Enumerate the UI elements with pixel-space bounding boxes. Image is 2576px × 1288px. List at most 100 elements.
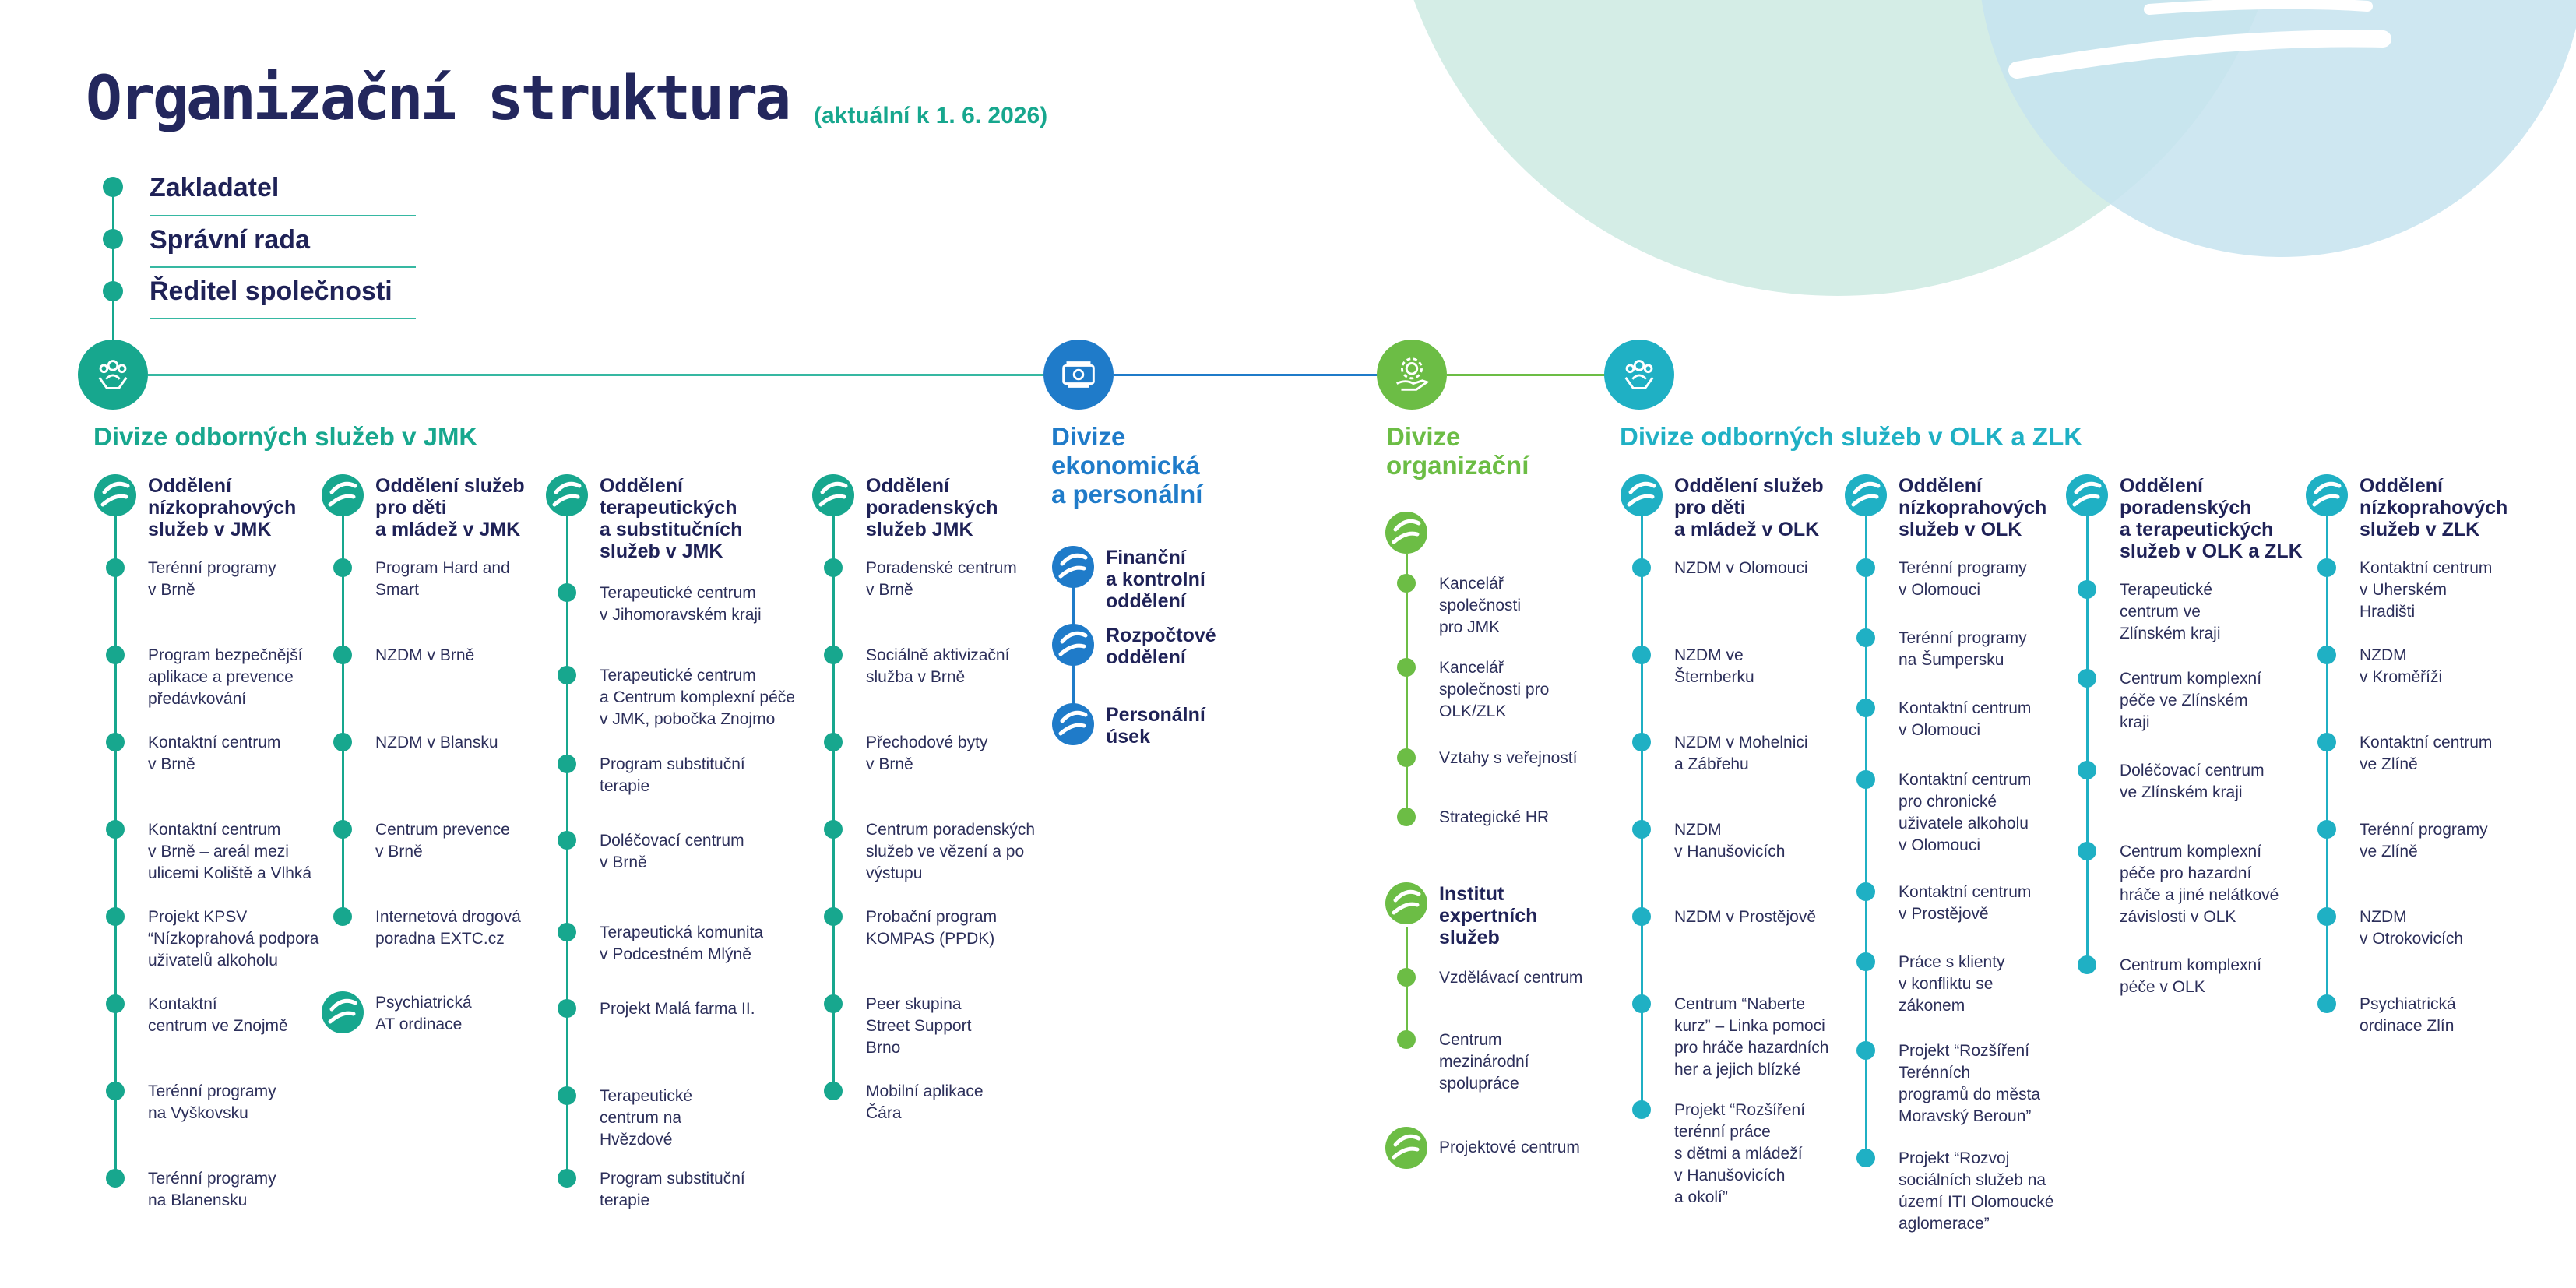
governance-dot — [103, 177, 123, 197]
list-item: Centrum poradenských služeb ve vězení a … — [811, 820, 1035, 882]
list-item-label: Kontaktní centrum ve Znojmě — [148, 995, 288, 1035]
list-item: Terénní programy na Vyškovsku — [93, 1082, 276, 1122]
list-item-label: Vztahy s veřejností — [1439, 749, 1578, 767]
list-item-label: Práce s klienty v konfliktu se zákonem — [1899, 953, 2005, 1015]
list-bullet — [106, 558, 125, 577]
list-item: Centrum mezinárodní spolupráce — [1385, 1030, 1529, 1093]
list-bullet — [1632, 820, 1651, 839]
department-name: Oddělení poradenských a terapeutických s… — [2120, 475, 2303, 562]
list-bullet — [824, 733, 843, 751]
bg-circle-blue — [1981, 0, 2576, 257]
list-item: Terapeutické centrum v Jihomoravském kra… — [545, 583, 762, 624]
list-item-label: Terénní programy na Vyškovsku — [148, 1082, 276, 1122]
list-item-label: Terénní programy v Olomouci — [1899, 559, 2027, 599]
list-item: Kontaktní centrum v Brně – areál mezi ul… — [93, 820, 311, 882]
list-item: Terapeutické centrum a Centrum komplexní… — [545, 666, 795, 728]
project-centre: Projektové centrum — [1439, 1138, 1580, 1156]
list-item-label: Centrum mezinárodní spolupráce — [1439, 1031, 1529, 1093]
list-item-label: Internetová drogová poradna EXTC.cz — [375, 908, 521, 948]
list-item-label: Přechodové byty v Brně — [866, 734, 988, 773]
list-bullet — [1632, 1100, 1651, 1119]
list-bullet — [1856, 952, 1875, 971]
list-item-label: Kontaktní centrum ve Zlíně — [2360, 734, 2493, 773]
list-item: Kontaktní centrum pro chronické uživatel… — [1844, 770, 2031, 854]
list-bullet — [1632, 733, 1651, 751]
list-item-label: Kontaktní centrum v Prostějově — [1899, 883, 2032, 923]
department-connector — [114, 514, 117, 1179]
list-bullet — [2317, 994, 2336, 1013]
list-item: Kancelář společnosti pro OLK/ZLK — [1385, 658, 1549, 720]
list-bullet — [2078, 580, 2096, 599]
list-item: Doléčovací centrum v Brně — [545, 831, 744, 871]
list-item-label: Terénní programy na Šumpersku — [1899, 629, 2027, 669]
department-name: Oddělení nízkoprahových služeb v JMK — [148, 475, 297, 540]
list-item-label: Projekt KPSV “Nízkoprahová podpora uživa… — [148, 908, 319, 970]
list-item-label: Program bezpečnější aplikace a prevence … — [148, 646, 303, 708]
list-item-label: Program substituční terapie — [600, 755, 745, 795]
list-item: Kontaktní centrum ve Zlíně — [2305, 733, 2492, 773]
list-bullet — [333, 558, 352, 577]
list-bullet — [2078, 761, 2096, 779]
list-item: NZDM v Prostějově — [1620, 907, 1816, 926]
list-bullet — [106, 733, 125, 751]
department-name: Oddělení poradenských služeb JMK — [866, 475, 998, 540]
list-bullet — [1632, 646, 1651, 664]
list-item: Program substituční terapie — [545, 1169, 745, 1209]
list-item: Centrum prevence v Brně — [321, 820, 510, 860]
list-bullet — [824, 646, 843, 664]
list-bullet — [1397, 808, 1416, 826]
list-bullet — [333, 820, 352, 839]
list-item-label: Sociálně aktivizační služba v Brně — [866, 646, 1010, 686]
list-item-label: Poradenské centrum v Brně — [866, 559, 1017, 599]
list-item-label: NZDM v Hanušovicích — [1674, 821, 1786, 860]
list-bullet — [558, 999, 576, 1018]
list-item-label: Doléčovací centrum ve Zlínském kraji — [2120, 762, 2265, 801]
list-bullet — [2078, 669, 2096, 688]
list-item-label: Doléčovací centrum v Brně — [600, 832, 744, 871]
list-item-label: Terapeutické centrum na Hvězdové — [600, 1087, 693, 1149]
list-item-label: Terénní programy na Blanensku — [148, 1170, 276, 1209]
list-item: Projekt “Rozšíření Terénních programů do… — [1844, 1041, 2040, 1125]
department-name: Rozpočtové oddělení — [1106, 625, 1216, 668]
governance-divider — [150, 266, 416, 268]
list-item: Kontaktní centrum v Uherském Hradišti — [2305, 558, 2492, 621]
list-item-label: Terapeutické centrum v Jihomoravském kra… — [600, 584, 762, 624]
list-bullet — [106, 1169, 125, 1188]
list-bullet — [824, 1082, 843, 1100]
department-connector — [1641, 514, 1643, 1110]
list-item-label: Centrum komplexní péče ve Zlínském kraji — [2120, 670, 2262, 731]
list-item: Kancelář společnosti pro JMK — [1385, 574, 1521, 636]
governance-divider — [150, 215, 416, 216]
list-item: NZDM v Hanušovicích — [1620, 820, 1785, 860]
list-bullet — [2078, 842, 2096, 860]
list-item-label: Mobilní aplikace Čára — [866, 1082, 984, 1122]
list-item: Vzdělávací centrum — [1385, 968, 1582, 987]
list-item-label: NZDM v Blansku — [375, 734, 498, 751]
department-name: Oddělení nízkoprahových služeb v ZLK — [2360, 475, 2508, 540]
list-item-label: Centrum komplexní péče pro hazardní hráč… — [2120, 843, 2279, 926]
list-bullet — [2078, 955, 2096, 974]
department-connector — [1865, 514, 1867, 1159]
list-bullet — [106, 1082, 125, 1100]
list-item-label: Centrum poradenských služeb ve vězení a … — [866, 821, 1036, 882]
gear-hand-icon — [1377, 340, 1447, 410]
department-name: Oddělení služeb pro děti a mládež v JMK — [375, 475, 525, 540]
list-item: Kontaktní centrum v Brně — [93, 733, 280, 773]
people-hands-icon — [1604, 340, 1674, 410]
division-title-org: Divize organizační — [1386, 422, 1529, 480]
page-title: Organizační struktura — [86, 64, 791, 134]
list-item-label: Probační program KOMPAS (PPDK) — [866, 908, 998, 948]
list-item-label: Psychiatrická ordinace Zlín — [2360, 995, 2456, 1035]
institute-name: Institut expertních služeb — [1439, 883, 1538, 948]
list-bullet — [1632, 907, 1651, 926]
list-item-label: Program substituční terapie — [600, 1170, 745, 1209]
governance-connector — [112, 187, 114, 343]
list-bullet — [1856, 1041, 1875, 1060]
list-item-label: Projekt “Rozšíření Terénních programů do… — [1899, 1042, 2041, 1125]
money-icon — [1043, 340, 1114, 410]
department-extra-unit: Psychiatrická AT ordinace — [375, 994, 472, 1033]
department-connector — [2326, 514, 2328, 1005]
list-bullet — [1397, 574, 1416, 593]
list-bullet — [2317, 820, 2336, 839]
list-bullet — [1632, 558, 1651, 577]
